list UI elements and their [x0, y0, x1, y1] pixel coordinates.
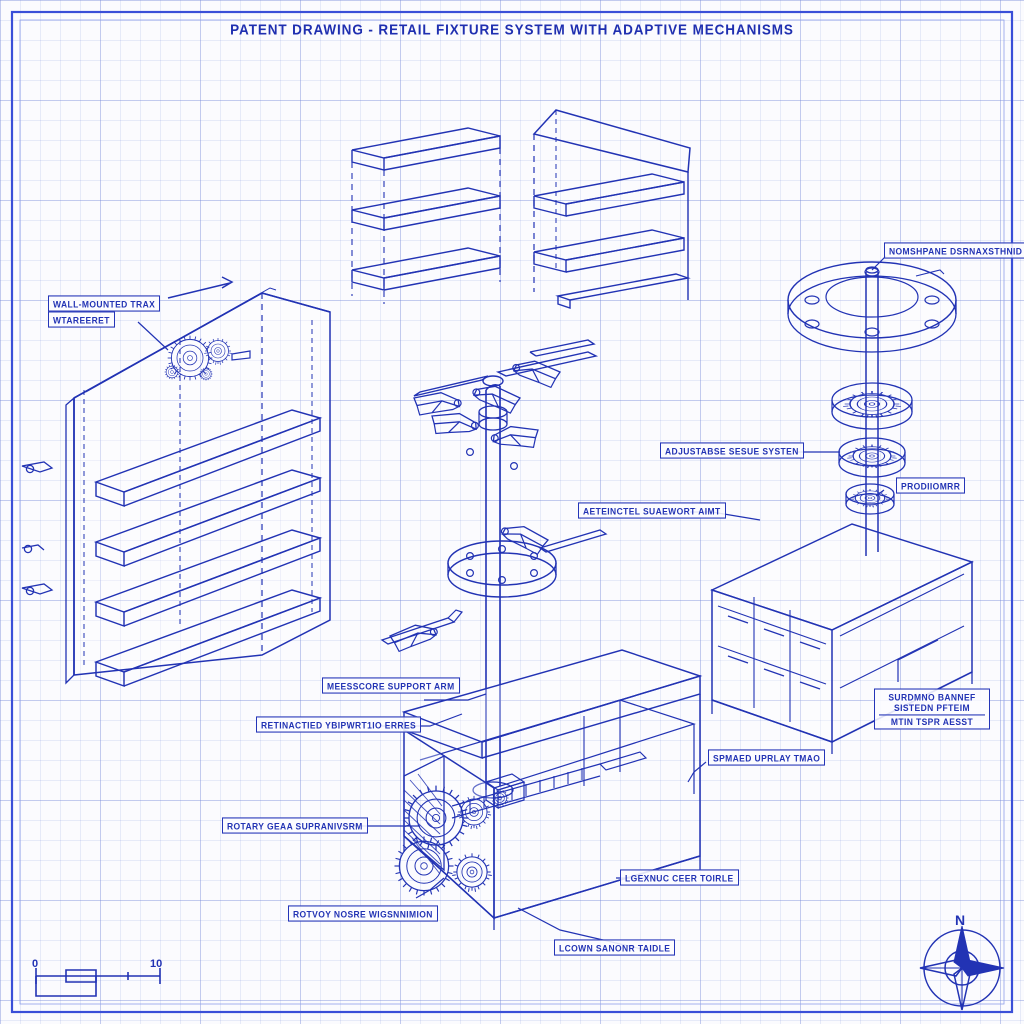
wall-mounted-shelving-unit — [21, 276, 331, 688]
label-sliding-drawer-line3: MTIN TSPR AESST — [879, 714, 985, 727]
scale-bar-icon — [35, 968, 161, 997]
compass-rose-icon — [919, 925, 1005, 1011]
floating-shelf-bank-left — [351, 127, 501, 304]
label-wall-track-line1[interactable]: WALL-MOUNTED TRAX — [48, 295, 161, 312]
label-sliding-drawer-system[interactable]: SURDMNO BANNEF SISTEDN PFTEIM MTIN TSPR … — [874, 688, 990, 730]
central-pedestal-assembly — [380, 339, 608, 799]
sheet-border — [10, 10, 1014, 1014]
label-adjustable-shelf-system[interactable]: ADJUSTABSE SESUE SYSTEN — [660, 442, 804, 459]
travel-arrow — [167, 276, 234, 299]
label-merchandise-support-arm[interactable]: MEESSCORE SUPPORT ARM — [322, 677, 460, 694]
scale-bar-start-label: 0 — [32, 958, 39, 970]
scale-bar-end-label: 10 — [150, 958, 163, 970]
display-table-with-gearbox — [393, 649, 703, 930]
label-sliding-drawer-line2: SISTEDN PFTEIM — [894, 702, 970, 714]
sliding-drawer-cabinet — [710, 520, 974, 754]
compass-north-label: N — [955, 912, 966, 928]
label-locking-gear-turntable[interactable]: LGEXNUC CEER TOIRLE — [620, 869, 739, 886]
label-rotary-hoist-mechanism[interactable]: ROTVOY NOSRE WIGSNNIMION — [288, 905, 438, 922]
label-wall-track-line2[interactable]: WTAREERET — [48, 311, 115, 328]
rotating-circular-display — [787, 261, 957, 520]
label-nonstandard-overhead[interactable]: NOMSHPANE DSRNAXSTHNID — [884, 242, 1024, 259]
label-rotary-gear-subframe[interactable]: ROTARY GEAA SUPRANIVSRM — [222, 817, 368, 834]
floating-shelf-bank-right — [532, 109, 691, 309]
page-title: PATENT DRAWING - RETAIL FIXTURE SYSTEM W… — [230, 21, 794, 38]
label-sliding-drawer-line1: SURDMNO BANNEF — [888, 691, 976, 703]
label-locking-sensor-table[interactable]: LCOWN SANONR TAIDLE — [554, 939, 676, 956]
label-retracted-supporting-arms[interactable]: RETINACTIED YBIPWRT1IO ERRES — [256, 716, 422, 733]
label-articulated-support-arm[interactable]: AETEINCTEL SUAEWORT AIMT — [578, 502, 726, 519]
wall-bracket — [21, 461, 54, 596]
label-spanned-display-table[interactable]: SPMAED UPRLAY TMAO — [708, 749, 826, 766]
label-rotational-hub[interactable]: PRODIIOMRR — [896, 477, 966, 494]
